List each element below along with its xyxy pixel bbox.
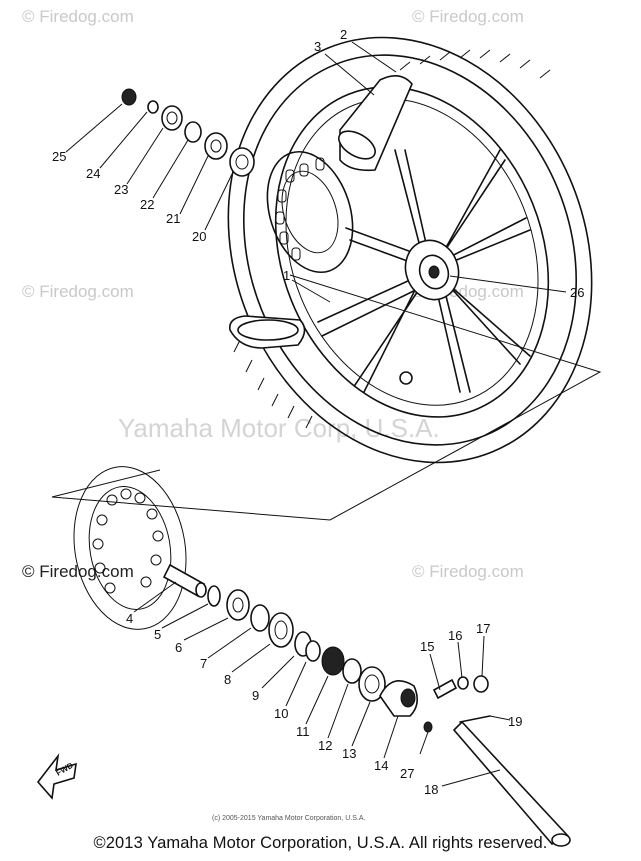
callout-6: 6 — [175, 640, 182, 655]
callout-12: 12 — [318, 738, 332, 753]
copyright-footer: ©2013 Yamaha Motor Corporation, U.S.A. A… — [93, 834, 548, 852]
callout-11: 11 — [296, 724, 310, 739]
callout-19: 19 — [508, 714, 522, 729]
callout-numbers: 2 3 1 26 25 24 23 22 21 20 4 5 6 7 8 9 1… — [52, 27, 584, 797]
callout-13: 13 — [342, 746, 356, 761]
callout-5: 5 — [154, 627, 161, 642]
callout-17: 17 — [476, 621, 490, 636]
callout-7: 7 — [200, 656, 207, 671]
callout-2: 2 — [340, 27, 347, 42]
callout-25: 25 — [52, 149, 66, 164]
callout-22: 22 — [140, 197, 154, 212]
callout-24: 24 — [86, 166, 100, 181]
callout-26: 26 — [570, 285, 584, 300]
callout-8: 8 — [224, 672, 231, 687]
callout-15: 15 — [420, 639, 434, 654]
watermark-low-left: © Firedog.com — [22, 562, 134, 581]
callout-9: 9 — [252, 688, 259, 703]
callout-10: 10 — [274, 706, 288, 721]
watermark-center: Yamaha Motor Corp, U.S.A. — [118, 413, 440, 443]
upper-bearing-stack — [121, 88, 255, 177]
callout-4: 4 — [126, 611, 133, 626]
callout-23: 23 — [114, 182, 128, 197]
callout-21: 21 — [166, 211, 180, 226]
callout-18: 18 — [424, 782, 438, 797]
watermark-low-right: © Firedog.com — [412, 562, 524, 581]
leader-lines — [65, 41, 567, 787]
callout-3: 3 — [314, 39, 321, 54]
watermark-top-right: © Firedog.com — [412, 7, 524, 26]
callout-20: 20 — [192, 229, 206, 244]
diagram-credit: (c) 2005-2015 Yamaha Motor Corporation, … — [212, 815, 365, 822]
rear-wheel-assembly — [51, 36, 602, 521]
callout-14: 14 — [374, 758, 388, 773]
callout-16: 16 — [448, 628, 462, 643]
watermark-mid-left: © Firedog.com — [22, 282, 134, 301]
lower-axle-assembly: FWD — [36, 466, 571, 847]
watermark-top-left: © Firedog.com — [22, 7, 134, 26]
callout-27: 27 — [400, 766, 414, 781]
callout-1: 1 — [283, 268, 290, 283]
